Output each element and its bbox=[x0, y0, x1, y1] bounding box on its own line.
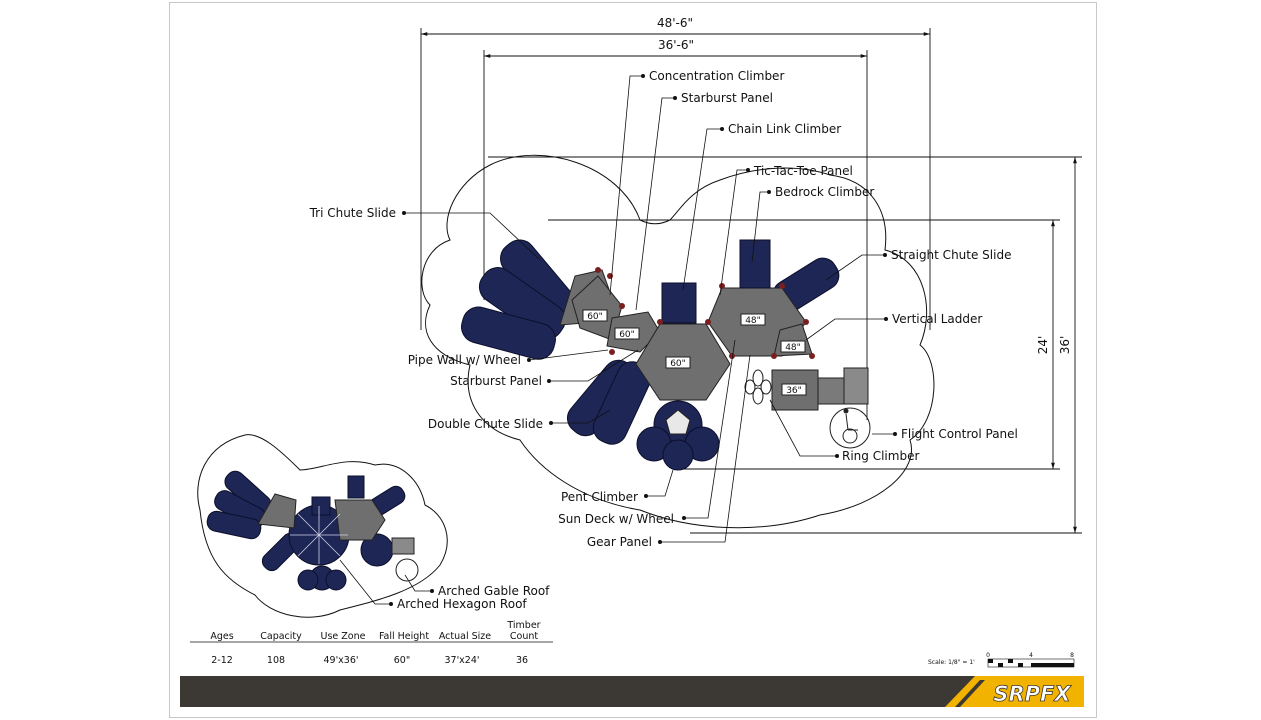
leader-lines bbox=[339, 75, 895, 605]
ring-climber bbox=[744, 369, 772, 405]
label-ring-climber: Ring Climber bbox=[842, 449, 919, 463]
deck-36 bbox=[771, 369, 819, 411]
platform-height-3: 60" bbox=[670, 359, 686, 369]
spec-value-actual-size: 37'x24' bbox=[444, 655, 479, 666]
spec-table: Ages Capacity Use Zone Fall Height Actua… bbox=[190, 620, 553, 666]
scale-tick-8: 8 bbox=[1070, 652, 1074, 659]
spec-value-capacity: 108 bbox=[267, 655, 285, 666]
label-pent-climber: Pent Climber bbox=[561, 490, 638, 504]
structure-depth-dimension: 24' bbox=[1036, 336, 1050, 355]
spec-value-timber-count: 36 bbox=[516, 655, 528, 666]
label-sun-deck: Sun Deck w/ Wheel bbox=[558, 512, 674, 526]
label-arched-hexagon-roof: Arched Hexagon Roof bbox=[397, 597, 527, 611]
label-pipe-wall: Pipe Wall w/ Wheel bbox=[408, 353, 521, 367]
label-tri-chute-slide: Tri Chute Slide bbox=[309, 206, 396, 220]
dimension-lines bbox=[420, 28, 1082, 534]
label-straight-chute-slide: Straight Chute Slide bbox=[891, 248, 1011, 262]
spec-header-timber: Timber bbox=[506, 620, 540, 631]
spec-value-use-zone: 49'x36' bbox=[323, 655, 358, 666]
double-chute-slide bbox=[566, 359, 652, 445]
flight-steps bbox=[817, 377, 849, 405]
scale-bar: Scale: 1/8" = 1' 0 4 8 bbox=[928, 652, 1075, 668]
spec-value-ages: 2-12 bbox=[211, 655, 233, 666]
platform-tags bbox=[582, 309, 807, 396]
bedrock-climber bbox=[739, 239, 771, 289]
label-double-chute-slide: Double Chute Slide bbox=[428, 417, 543, 431]
scale-tick-4: 4 bbox=[1029, 652, 1033, 659]
overall-width-dimension: 48'-6" bbox=[657, 16, 693, 30]
scale-label: Scale: 1/8" = 1' bbox=[928, 659, 975, 666]
platform-height-5: 48" bbox=[785, 343, 801, 353]
label-chain-link-climber: Chain Link Climber bbox=[728, 122, 841, 136]
label-arched-gable-roof: Arched Gable Roof bbox=[438, 584, 550, 598]
spec-header-use-zone: Use Zone bbox=[321, 631, 366, 642]
spec-header-count: Count bbox=[510, 631, 538, 642]
spec-header-ages: Ages bbox=[210, 631, 233, 642]
flight-steps-upper bbox=[843, 367, 869, 405]
platform-height-6: 36" bbox=[786, 386, 802, 396]
spec-value-fall-height: 60" bbox=[394, 655, 410, 666]
label-tic-tac-toe-panel: Tic-Tac-Toe Panel bbox=[753, 164, 853, 178]
wheelchair-icon bbox=[829, 407, 871, 449]
scale-tick-0: 0 bbox=[986, 652, 990, 659]
spec-header-actual-size: Actual Size bbox=[439, 631, 491, 642]
label-starburst-panel-bottom: Starburst Panel bbox=[450, 374, 542, 388]
overall-depth-dimension: 36' bbox=[1058, 336, 1072, 355]
spec-header-fall-height: Fall Height bbox=[379, 631, 429, 642]
main-structure: 60" 60" 60" 48" 48" 36" bbox=[461, 239, 871, 471]
spec-header-capacity: Capacity bbox=[260, 631, 302, 642]
footer-bar bbox=[180, 676, 1084, 707]
label-bedrock-climber: Bedrock Climber bbox=[775, 185, 874, 199]
brand-logo: SRPFX bbox=[993, 682, 1072, 706]
platform-height-1: 60" bbox=[587, 312, 603, 322]
label-concentration-climber: Concentration Climber bbox=[649, 69, 784, 83]
label-vertical-ladder: Vertical Ladder bbox=[892, 312, 982, 326]
roof-view-inset bbox=[197, 434, 448, 618]
platform-height-4: 48" bbox=[745, 316, 761, 326]
platform-height-2: 60" bbox=[619, 330, 635, 340]
label-flight-control-panel: Flight Control Panel bbox=[901, 427, 1018, 441]
label-gear-panel: Gear Panel bbox=[587, 535, 652, 549]
leader-dots bbox=[389, 74, 897, 606]
chain-link-climber bbox=[661, 282, 697, 324]
pent-climber bbox=[636, 400, 720, 471]
structure-posts bbox=[595, 267, 815, 359]
use-zone-outline bbox=[421, 154, 935, 529]
structure-width-dimension: 36'-6" bbox=[658, 38, 694, 52]
label-starburst-panel-top: Starburst Panel bbox=[681, 91, 773, 105]
logo-stripe bbox=[955, 680, 985, 707]
drawing-sheet bbox=[169, 2, 1097, 718]
